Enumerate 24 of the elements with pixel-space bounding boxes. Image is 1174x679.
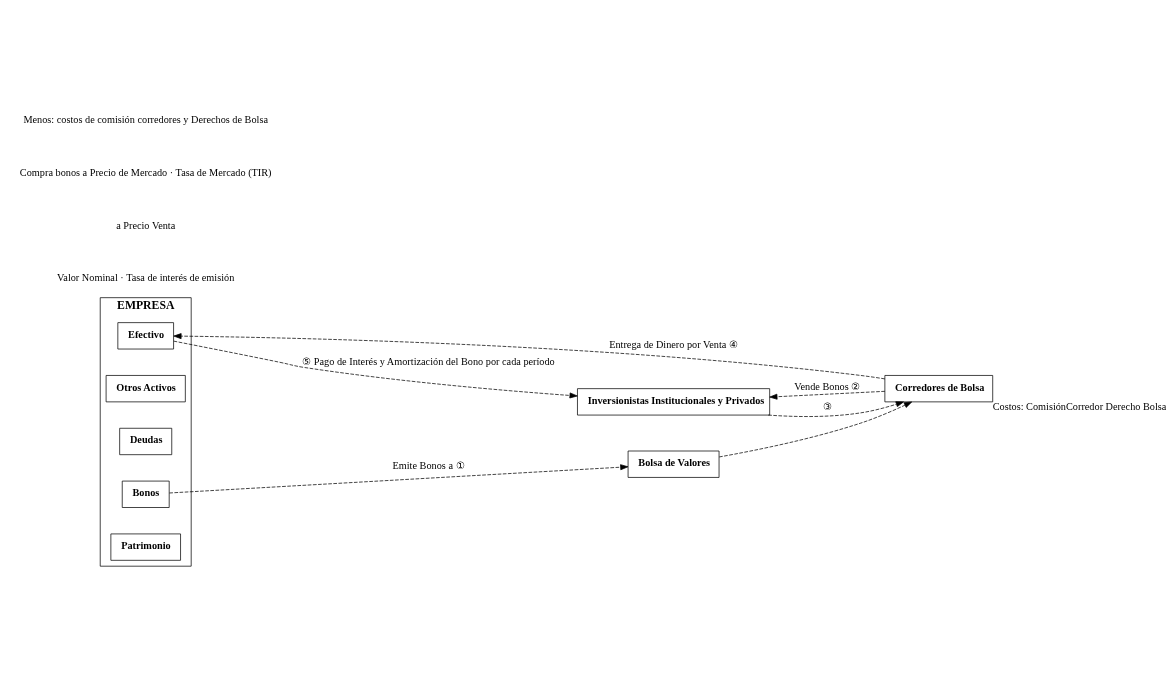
node-box: Inversionistas Institucionales y Privados (577, 388, 771, 416)
edge-label: ⑤ Pago de Interés y Amortización del Bono por cada período (302, 355, 555, 367)
edge-label: ③ (822, 401, 832, 413)
node-box: Efectivo (117, 322, 174, 350)
node-box: Patrimonio (110, 533, 181, 561)
node-label: Costos: ComisiónCorredor Derecho Bolsa (992, 401, 1167, 413)
label: Compra bonos a Precio de Mercado · Tasa de Mercado (TIR) (19, 166, 272, 178)
edge-label: Entrega de Dinero por Venta ④ (609, 339, 738, 351)
node-box: Corredores de Bolsa (884, 375, 994, 403)
arrow (718, 401, 913, 458)
label: Valor Nominal · Tasa de interés de emisión (57, 272, 235, 284)
arrow (173, 340, 578, 399)
label: Menos: costos de comisión corredores y Derechos de Bolsa (23, 113, 269, 125)
node-box: Otros Activos (105, 375, 186, 403)
node-box: Bonos (121, 480, 170, 508)
arrow (169, 464, 629, 494)
arrow (173, 333, 886, 380)
arrow (767, 401, 904, 417)
edge-label: Vende Bonos ② (794, 381, 861, 393)
arrow (769, 390, 886, 400)
label: a Precio Venta (116, 219, 176, 231)
edge-label: Emite Bonos a ① (392, 459, 465, 471)
node-box: Bolsa de Valores (627, 450, 720, 478)
node-box: Deudas (119, 427, 173, 456)
